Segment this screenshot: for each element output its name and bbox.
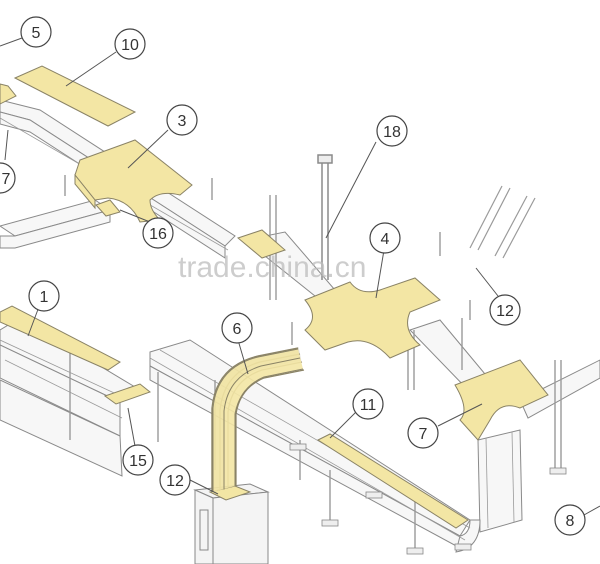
fitting-near-18 bbox=[236, 229, 286, 259]
svg-text:18: 18 bbox=[383, 124, 401, 141]
svg-text:6: 6 bbox=[233, 321, 242, 338]
svg-text:10: 10 bbox=[121, 37, 139, 54]
svg-text:15: 15 bbox=[129, 453, 147, 470]
callout-15: 15 bbox=[122, 444, 154, 476]
straight-1 bbox=[0, 305, 121, 371]
callout-11: 11 bbox=[352, 388, 384, 420]
tray-right-far bbox=[519, 359, 600, 419]
svg-text:12: 12 bbox=[496, 303, 514, 320]
svg-text:8: 8 bbox=[566, 513, 575, 530]
svg-text:7: 7 bbox=[2, 171, 11, 188]
cross-4 bbox=[304, 277, 441, 359]
callout-8: 8 bbox=[554, 504, 586, 536]
tee-7 bbox=[454, 359, 549, 441]
fittings bbox=[0, 65, 549, 529]
callouts: 5 10 3 18 7 16 4 1 bbox=[0, 16, 586, 536]
watermark: trade.china.cn bbox=[178, 251, 366, 284]
vertical-bend-6-fill bbox=[213, 349, 303, 492]
svg-text:3: 3 bbox=[178, 113, 187, 130]
svg-text:4: 4 bbox=[381, 231, 390, 248]
support-feet bbox=[289, 443, 567, 555]
svg-text:16: 16 bbox=[149, 226, 167, 243]
threaded-hanger bbox=[317, 154, 333, 280]
callout-7-left: 7 bbox=[0, 162, 16, 194]
leader-lines bbox=[0, 37, 600, 516]
callout-12: 12 bbox=[159, 464, 191, 496]
tee-3 bbox=[74, 139, 193, 223]
callout-10: 10 bbox=[114, 28, 146, 60]
callout-4: 4 bbox=[369, 222, 401, 254]
fitting-5 bbox=[0, 83, 17, 105]
fitting-16 bbox=[95, 199, 121, 217]
straight-11 bbox=[316, 433, 469, 529]
cover-plate-10 bbox=[13, 65, 137, 127]
hanger-rods bbox=[469, 185, 536, 259]
tee-3-side bbox=[74, 173, 96, 210]
callout-7-right: 7 bbox=[407, 417, 439, 449]
svg-text:11: 11 bbox=[360, 397, 377, 414]
tray-left-trough bbox=[0, 379, 123, 477]
callout-1: 1 bbox=[28, 280, 60, 312]
svg-text:5: 5 bbox=[32, 25, 41, 42]
svg-text:12: 12 bbox=[166, 473, 184, 490]
end-cover-15 bbox=[103, 383, 152, 405]
callout-14: 12 bbox=[489, 294, 521, 326]
svg-text:1: 1 bbox=[40, 289, 49, 306]
svg-text:7: 7 bbox=[419, 426, 428, 443]
callout-6: 6 bbox=[221, 312, 253, 344]
callout-18: 18 bbox=[376, 115, 408, 147]
callout-16: 16 bbox=[142, 217, 174, 249]
vertical-bend-6-lines bbox=[212, 348, 304, 492]
callout-5: 5 bbox=[20, 16, 52, 48]
tray-left-frame-side bbox=[0, 209, 111, 249]
callout-3: 3 bbox=[166, 104, 198, 136]
tray-right-vertical bbox=[477, 429, 523, 533]
